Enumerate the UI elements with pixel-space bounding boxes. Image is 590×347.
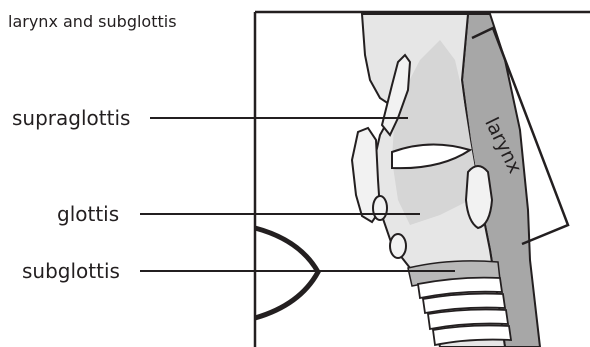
arytenoid-cartilage bbox=[466, 166, 492, 228]
anterior-nodule-upper bbox=[373, 196, 387, 220]
supraglottis-label: supraglottis bbox=[12, 106, 130, 130]
anterior-nodule-lower bbox=[390, 234, 406, 258]
subglottis-label: subglottis bbox=[22, 259, 120, 283]
neck-outline bbox=[255, 228, 318, 318]
figure-caption: larynx and subglottis bbox=[8, 12, 177, 32]
glottis-label: glottis bbox=[57, 202, 119, 226]
tracheal-rings bbox=[418, 278, 511, 345]
